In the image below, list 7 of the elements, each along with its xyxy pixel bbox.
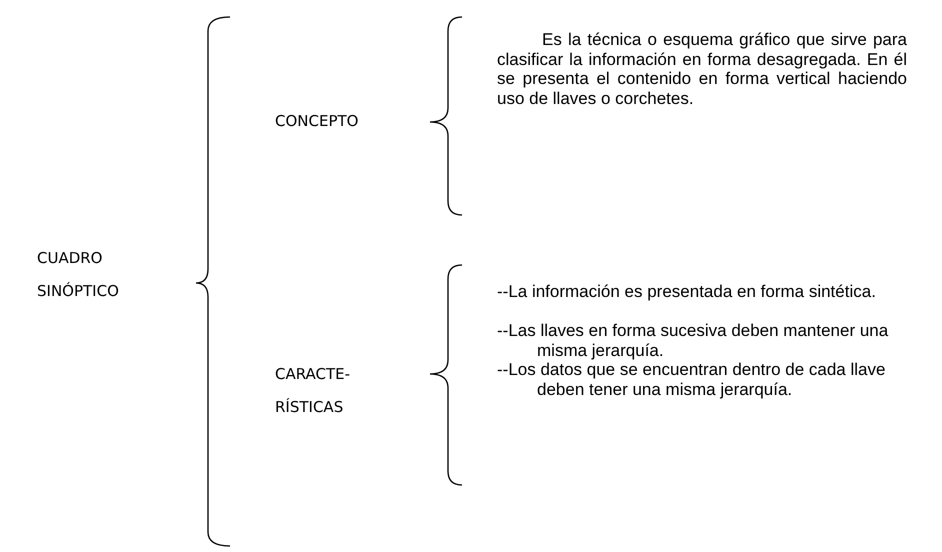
bullet-text: --Las llaves en forma sucesiva deben mantener una misma jerarquía. [497,321,890,360]
branch-topic: CONCEPTO [275,111,360,132]
bullet-text: --Los datos que se encuentran dentro de cada llave deben tener una misma jerarquía. [497,360,886,399]
definition-text: Es la técnica o esquema gráfico que sirve para clasificar la información en forma desagregada. En él se presenta el contenido en forma vertical haciendo uso de llaves o corchetes. [497,30,907,108]
root-topic: CUADRO SINÓPTICO [37,248,120,302]
branch-topic: CARACTE- RÍSTICAS [275,364,352,418]
bullet-text: --La información es presentada en forma sintética. [497,282,877,302]
